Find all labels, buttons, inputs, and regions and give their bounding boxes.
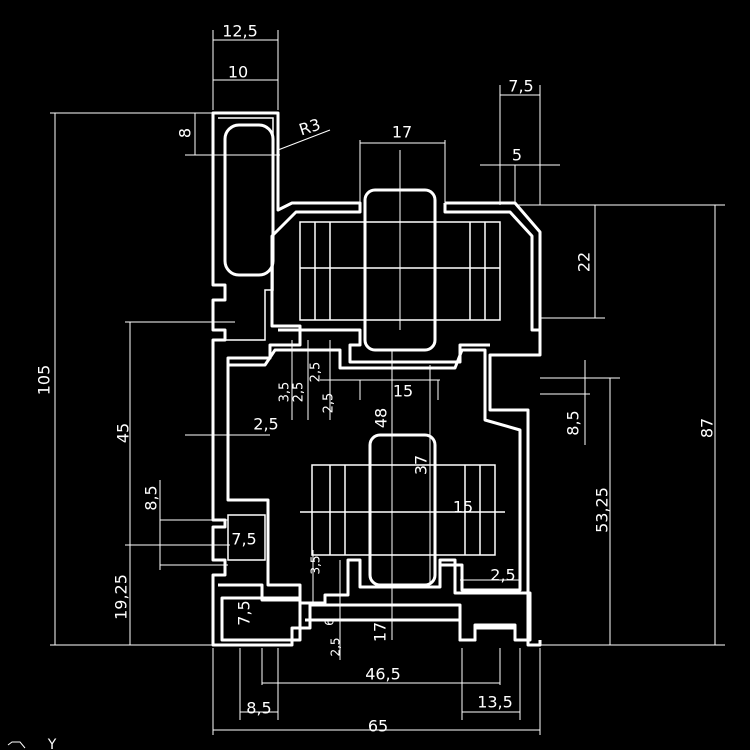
- dim-label: 48: [372, 408, 391, 428]
- dim-label: 5: [512, 146, 522, 165]
- dim-label: 2,5: [329, 637, 343, 656]
- dim-label: 3,5: [278, 382, 293, 403]
- dim-label: 2,5: [490, 566, 515, 585]
- dim-label: 45: [114, 423, 133, 443]
- dim-label: 22: [575, 252, 594, 272]
- dim-label: 105: [35, 365, 54, 396]
- dim-label: 2,5: [322, 393, 337, 414]
- dim-label: 2,5: [253, 415, 278, 434]
- dim-label: 6: [323, 618, 337, 626]
- dim-label: 3,5: [309, 555, 323, 574]
- dimension-lines: [50, 30, 725, 735]
- dim-label: 53,25: [593, 487, 612, 533]
- dim-label: 15: [393, 382, 413, 401]
- dim-label: 10: [228, 63, 248, 82]
- dim-label: 8,5: [564, 410, 583, 435]
- dim-label: 12,5: [222, 22, 258, 41]
- dim-label: 2,5: [309, 362, 324, 383]
- dim-label: 8,5: [142, 485, 161, 510]
- dim-label: 7,5: [508, 77, 533, 96]
- dim-label: 17: [392, 123, 412, 142]
- dim-label: 7,5: [235, 600, 254, 625]
- dim-label: 2,5: [292, 382, 307, 403]
- t-slot-insert-bottom: [368, 433, 437, 587]
- dim-label: 15: [453, 498, 473, 517]
- dim-label: 87: [698, 418, 717, 438]
- dim-label: 13,5: [477, 693, 513, 712]
- dim-label: 46,5: [365, 665, 401, 684]
- ucs-axis-icon: Y: [7, 737, 57, 750]
- dim-label: 19,25: [112, 574, 131, 620]
- hollow-chamber: [223, 123, 275, 277]
- dim-label: 37: [412, 455, 431, 475]
- ucs-y-label: Y: [47, 737, 57, 750]
- dim-label: R3: [297, 115, 323, 140]
- dim-label: 65: [368, 717, 388, 736]
- dim-label: 7,5: [231, 530, 256, 549]
- dim-label: 17: [371, 622, 390, 642]
- dim-label: 8: [176, 128, 195, 138]
- dim-label: 8,5: [246, 699, 271, 718]
- dimension-labels: 12,5 10 8 R3 17 7,5 5 22 87 105 45 8,5 1…: [35, 22, 717, 736]
